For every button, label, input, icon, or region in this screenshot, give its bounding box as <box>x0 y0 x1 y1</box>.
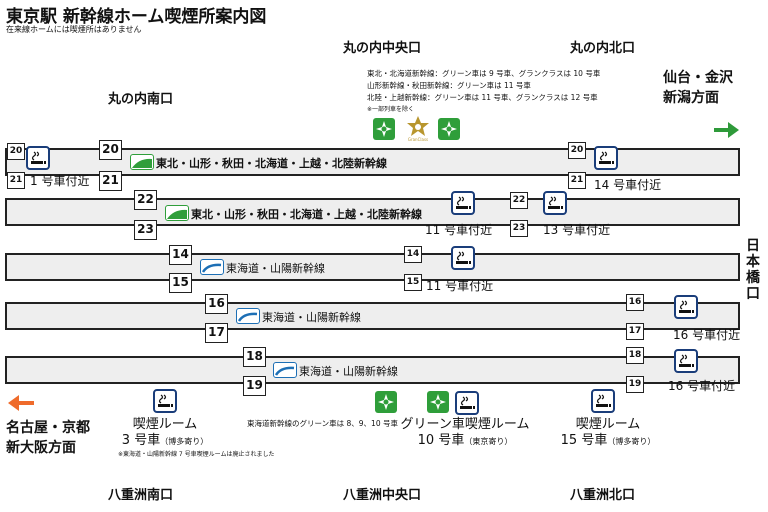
room-direction: （東京寄り） <box>464 437 513 446</box>
gran-class-label: GranClass <box>407 137 429 142</box>
tokaido-shinkansen-icon <box>200 259 224 275</box>
room-car: 15 号車 <box>560 433 608 448</box>
green-car-icon <box>438 118 460 140</box>
subtitle: 在来線ホームには喫煙所はありません <box>6 25 142 34</box>
room-direction: （博多寄り） <box>160 437 209 446</box>
page-title: 東京駅 新幹線ホーム喫煙所案内図 <box>6 7 267 27</box>
destination-south-line2: 新大阪方面 <box>6 440 76 456</box>
tokaido-green-note: 東海道新幹線のグリーン車は 8、9、10 号車 <box>247 419 398 428</box>
platform-22-23 <box>5 198 740 226</box>
room-title: 喫煙ルーム <box>132 417 198 432</box>
smoking-area-icon <box>543 191 567 215</box>
track-number: 20 <box>99 140 122 160</box>
car-label: 14 号車付近 <box>594 178 662 192</box>
track-number: 14 <box>404 246 422 263</box>
track-number: 19 <box>243 376 266 396</box>
smoking-room-car3: 喫煙ルーム 3 号車（博多寄り） <box>105 417 225 450</box>
destination-north: 仙台・金沢 新潟方面 <box>663 68 733 108</box>
smoking-area-icon <box>451 246 475 270</box>
destination-south: 名古屋・京都 新大阪方面 <box>6 418 90 458</box>
line-name-tohoku: 東北・山形・秋田・北海道・上越・北陸新幹線 <box>191 208 422 221</box>
line-name-tokaido: 東海道・山陽新幹線 <box>262 311 361 324</box>
car-label: 11 号車付近 <box>426 279 494 293</box>
platform-16-17 <box>5 302 740 330</box>
track-number: 18 <box>243 347 266 367</box>
track-number: 15 <box>169 273 192 293</box>
smoking-area-icon <box>26 146 50 170</box>
destination-north-line2: 新潟方面 <box>663 90 719 106</box>
green-note-hokuriku: 北陸・上越新幹線：グリーン車は 11 号車、グランクラスは 12 号車 <box>367 93 598 102</box>
exit-marunouchi-south: 丸の内南口 <box>108 92 174 107</box>
arrow-left-icon <box>6 393 36 417</box>
exit-nihonbashi: 日本橋口 <box>746 238 760 302</box>
line-name-tokaido: 東海道・山陽新幹線 <box>299 365 398 378</box>
car-label: 11 号車付近 <box>425 223 493 237</box>
arrow-right-icon <box>712 120 740 144</box>
tokaido-shinkansen-icon <box>236 308 260 324</box>
green-note-exception: ※一部列車を除く <box>367 106 415 113</box>
smoking-area-icon <box>594 146 618 170</box>
tohoku-shinkansen-icon <box>130 154 154 170</box>
car7-abolished-note: ※東海道・山陽新幹線 7 号車喫煙ルームは廃止されました <box>118 451 275 458</box>
room-title: グリーン車喫煙ルーム <box>400 417 530 432</box>
smoking-area-icon <box>455 391 479 415</box>
green-note-yamagata: 山形新幹線・秋田新幹線：グリーン車は 11 号車 <box>367 81 531 90</box>
track-number: 22 <box>134 190 157 210</box>
green-car-icon <box>373 118 395 140</box>
green-car-notes: 東北・北海道新幹線：グリーン車は 9 号車、グランクラスは 10 号車 山形新幹… <box>367 68 600 116</box>
track-number: 23 <box>510 220 528 237</box>
platform-18-19 <box>5 356 740 384</box>
exit-yaesu-north: 八重洲北口 <box>570 488 636 503</box>
smoking-area-icon <box>674 349 698 373</box>
track-number: 17 <box>205 323 228 343</box>
exit-marunouchi-north: 丸の内北口 <box>570 41 636 56</box>
room-car: 10 号車 <box>417 433 465 448</box>
gran-class-icon: GranClass <box>404 115 432 143</box>
smoking-area-icon <box>674 295 698 319</box>
exit-yaesu-central: 八重洲中央口 <box>343 488 422 503</box>
track-number: 20 <box>568 142 586 159</box>
green-car-icon <box>375 391 397 413</box>
track-number: 17 <box>626 323 644 340</box>
room-car: 3 号車 <box>121 433 161 448</box>
track-number: 19 <box>626 376 644 393</box>
track-number: 15 <box>404 274 422 291</box>
car-label: 16 号車付近 <box>673 328 741 342</box>
track-number: 22 <box>510 192 528 209</box>
track-number: 20 <box>7 143 25 160</box>
line-name-tohoku: 東北・山形・秋田・北海道・上越・北陸新幹線 <box>156 157 387 170</box>
line-name-tokaido: 東海道・山陽新幹線 <box>226 262 325 275</box>
smoking-room-green: グリーン車喫煙ルーム 10 号車（東京寄り） <box>400 417 530 450</box>
destination-north-line1: 仙台・金沢 <box>663 70 733 86</box>
room-direction: （博多寄り） <box>607 437 656 446</box>
car-label: 16 号車付近 <box>668 379 736 393</box>
track-number: 21 <box>7 172 25 189</box>
destination-south-line1: 名古屋・京都 <box>6 420 90 436</box>
room-title: 喫煙ルーム <box>575 417 641 432</box>
smoking-room-car15: 喫煙ルーム 15 号車（博多寄り） <box>548 417 668 450</box>
track-number: 21 <box>568 172 586 189</box>
track-number: 14 <box>169 245 192 265</box>
smoking-area-icon <box>451 191 475 215</box>
track-number: 16 <box>626 294 644 311</box>
car-label: 13 号車付近 <box>543 223 611 237</box>
platform-14-15 <box>5 253 740 281</box>
track-number: 16 <box>205 294 228 314</box>
track-number: 21 <box>99 171 122 191</box>
green-note-tohoku: 東北・北海道新幹線：グリーン車は 9 号車、グランクラスは 10 号車 <box>367 69 601 78</box>
smoking-area-icon <box>591 389 615 413</box>
tokaido-shinkansen-icon <box>273 362 297 378</box>
track-number: 23 <box>134 220 157 240</box>
exit-marunouchi-central: 丸の内中央口 <box>343 41 422 56</box>
smoking-area-icon <box>153 389 177 413</box>
track-number: 18 <box>626 347 644 364</box>
exit-yaesu-south: 八重洲南口 <box>108 488 174 503</box>
tohoku-shinkansen-icon <box>165 205 189 221</box>
car-label: 1 号車付近 <box>30 174 90 188</box>
green-car-icon <box>427 391 449 413</box>
